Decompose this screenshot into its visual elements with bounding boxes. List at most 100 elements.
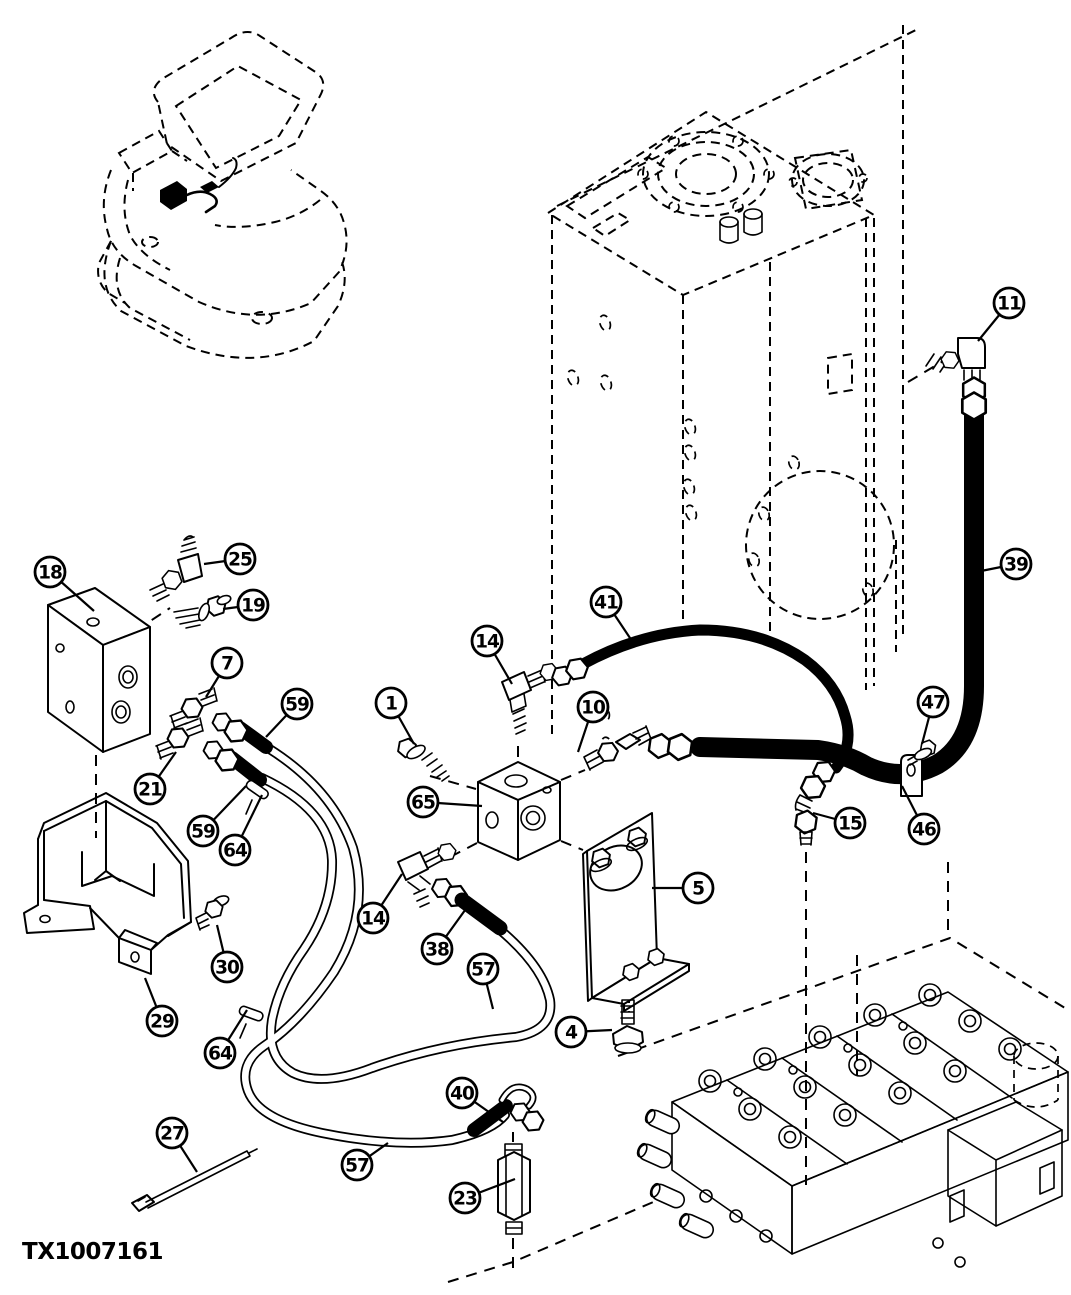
callout-5: 5 <box>652 871 715 905</box>
callout-balloon <box>833 806 867 840</box>
callout-balloon <box>466 952 500 986</box>
callout-59: 59 <box>186 785 247 848</box>
callout-29: 29 <box>143 977 179 1038</box>
callout-38: 38 <box>420 905 469 966</box>
callout-balloon <box>554 1015 588 1049</box>
tank-top-fittings <box>719 208 763 244</box>
part-bracket-29 <box>23 792 192 975</box>
callout-balloon <box>681 871 715 905</box>
callout-40: 40 <box>445 1076 504 1123</box>
callout-number: 7 <box>221 654 233 675</box>
callout-number: 64 <box>223 841 248 862</box>
callout-15: 15 <box>812 806 867 840</box>
callout-21: 21 <box>133 751 177 806</box>
part-clip-64-upper <box>245 779 269 815</box>
callout-number: 5 <box>692 879 704 900</box>
tank-access-cover <box>745 470 895 620</box>
hoses-white <box>240 743 556 1148</box>
callout-number: 38 <box>425 940 449 961</box>
callout-57: 57 <box>466 952 500 1010</box>
callout-11: 11 <box>977 286 1026 342</box>
callout-balloon <box>33 555 67 589</box>
callout-1: 1 <box>374 686 415 745</box>
hydraulic-tank-outline <box>546 25 921 754</box>
callout-39: 39 <box>975 547 1033 581</box>
callout-number: 10 <box>581 698 605 719</box>
callout-number: 14 <box>475 632 500 653</box>
part-elbow-11 <box>925 337 986 381</box>
callout-number: 39 <box>1004 555 1028 576</box>
part-hose-end-59-lower <box>200 736 267 787</box>
hose-38-wrap <box>454 892 508 936</box>
part-elbow-14-upper <box>501 660 561 735</box>
callout-balloon <box>236 588 270 622</box>
callout-number: 21 <box>138 780 162 801</box>
callout-number: 23 <box>453 1189 477 1210</box>
callout-balloon <box>218 833 252 867</box>
hose-39-end-nuts <box>646 731 695 763</box>
part-fitting-10 <box>583 725 652 771</box>
callout-number: 14 <box>361 909 386 930</box>
callout-number: 19 <box>241 596 265 617</box>
callout-balloon <box>470 624 504 658</box>
callout-number: 11 <box>997 294 1021 315</box>
callout-4: 4 <box>554 1015 613 1049</box>
part-block-65 <box>477 761 561 861</box>
callout-number: 15 <box>838 814 862 835</box>
callout-balloon <box>210 950 244 984</box>
part-elbow-25 <box>149 535 203 602</box>
callout-number: 59 <box>191 822 215 843</box>
callout-19: 19 <box>222 588 270 622</box>
callout-balloon <box>448 1181 482 1215</box>
callout-23: 23 <box>448 1177 516 1215</box>
tank-port-flange <box>788 148 868 211</box>
callout-balloon <box>223 542 257 576</box>
callout-balloon <box>186 814 220 848</box>
callout-balloon <box>445 1076 479 1110</box>
callout-number: 27 <box>160 1124 184 1145</box>
control-valve-assembly <box>636 983 1069 1268</box>
callout-number: 18 <box>38 563 62 584</box>
callout-balloon <box>145 1004 179 1038</box>
callout-number: 46 <box>912 820 936 841</box>
callout-balloon <box>210 646 244 680</box>
hose-41-path <box>577 624 854 774</box>
callout-number: 25 <box>228 550 252 571</box>
callout-balloon <box>280 687 314 721</box>
part-bolt-47 <box>907 738 938 766</box>
callout-number: 41 <box>594 593 618 614</box>
callout-number: 65 <box>411 793 435 814</box>
callout-balloon <box>907 812 941 846</box>
callout-number: 64 <box>208 1044 233 1065</box>
callout-30: 30 <box>210 924 244 984</box>
part-hose-end-40 <box>498 1083 548 1136</box>
highlighted-hose-kit-location <box>160 157 238 214</box>
callout-41: 41 <box>589 585 633 642</box>
callout-25: 25 <box>203 542 257 576</box>
part-elbow-15 <box>793 794 819 846</box>
part-fitting-7 <box>169 687 218 730</box>
callout-balloon <box>420 932 454 966</box>
callout-balloon <box>992 286 1026 320</box>
callout-57: 57 <box>340 1142 389 1182</box>
hose-39-top-nuts <box>960 376 988 421</box>
callout-64: 64 <box>203 1009 248 1070</box>
callout-balloon <box>916 685 950 719</box>
part-bolt-1 <box>396 736 450 782</box>
callout-46: 46 <box>901 785 941 846</box>
part-elbow-14-lower <box>397 840 459 908</box>
callout-number: 30 <box>215 958 239 979</box>
part-adapter-23 <box>497 1143 531 1235</box>
callout-balloon <box>203 1036 237 1070</box>
part-fitting-21 <box>155 717 204 760</box>
part-hose-end-59-upper <box>209 708 273 754</box>
callout-number: 57 <box>345 1156 369 1177</box>
part-bolt-4 <box>612 999 644 1054</box>
callout-64: 64 <box>218 794 263 867</box>
part-clip-64-lower <box>238 1005 264 1039</box>
machine-overview-thumbnail <box>97 31 348 359</box>
callout-27: 27 <box>155 1116 198 1173</box>
part-bolt-30 <box>195 895 230 931</box>
